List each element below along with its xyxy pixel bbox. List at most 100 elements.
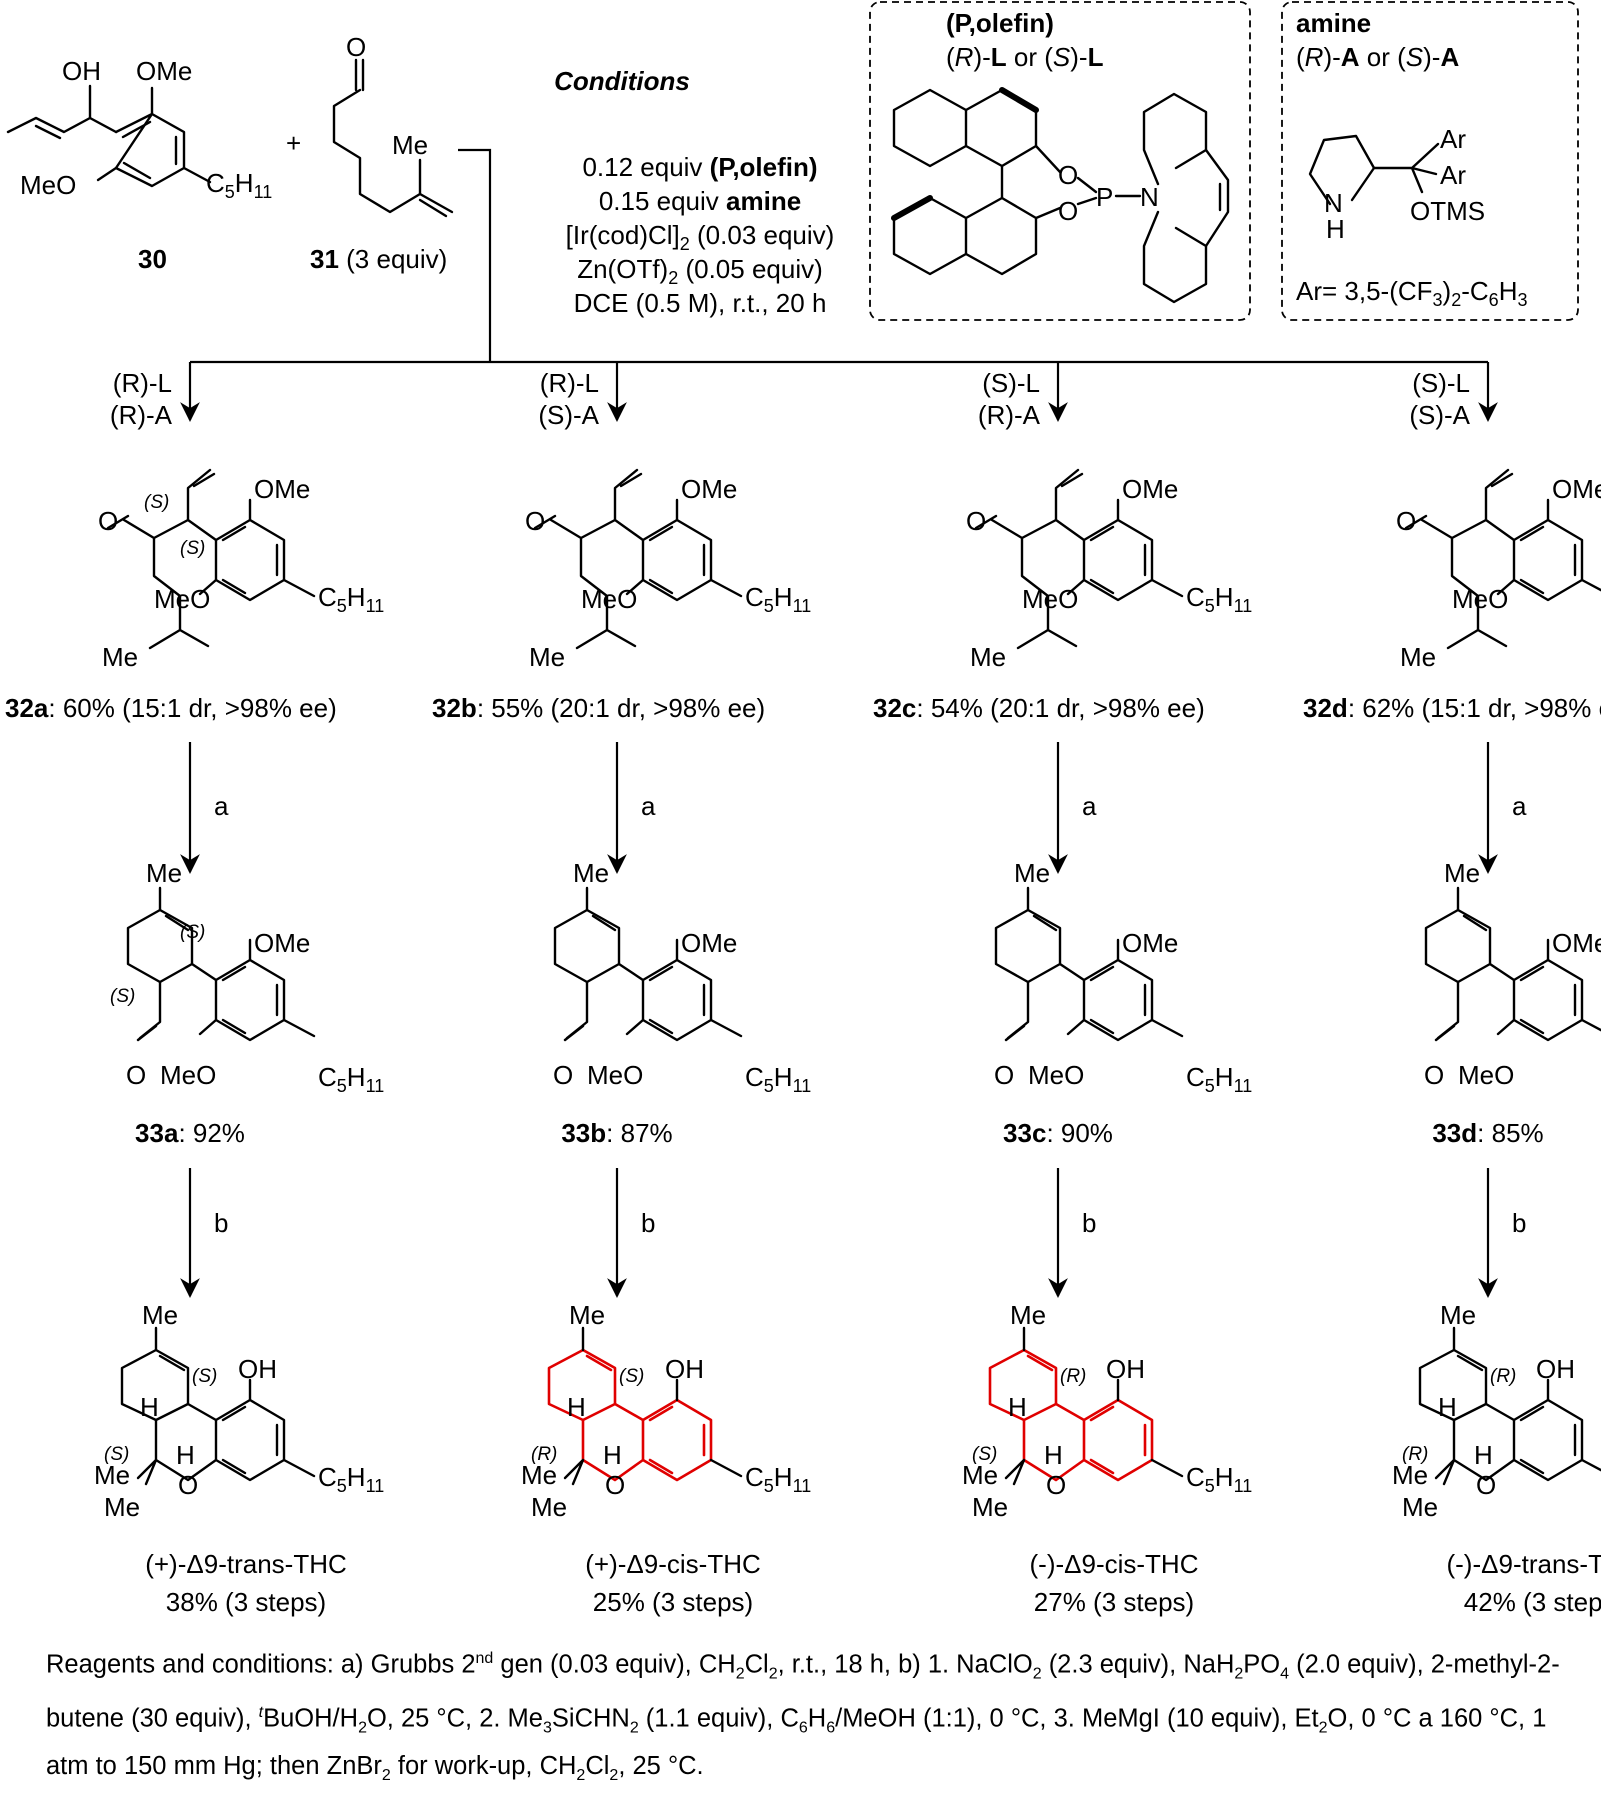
stereo-label: (S)	[619, 1366, 644, 1387]
catalyst-ligand-label: (R)-L	[540, 368, 599, 398]
ome-label: OMe	[681, 928, 737, 958]
ligand-p: P	[1096, 182, 1113, 212]
stereo-label: (S)	[972, 1444, 997, 1465]
step-label-a: a	[641, 791, 656, 821]
c5h11-label: C5H11	[1186, 1062, 1252, 1096]
me-label: Me	[142, 1300, 178, 1330]
me-label: Me	[1010, 1300, 1046, 1330]
stereo-label: (R)	[1060, 1366, 1086, 1387]
me-label: Me	[146, 858, 182, 888]
ome-label: OMe	[254, 474, 310, 504]
c5h11-label: C5H11	[745, 582, 811, 616]
catalyst-amine-label: (R)-A	[110, 400, 173, 430]
c5h11-label: C5H11	[745, 1062, 811, 1096]
meo-label: MeO	[1022, 584, 1078, 614]
amine-h: H	[1326, 214, 1345, 244]
otms-label: OTMS	[1410, 196, 1485, 226]
conditions-line-4: Zn(OTf)2 (0.05 equiv)	[577, 254, 823, 288]
ome-label: OMe	[681, 474, 737, 504]
plus-sign: +	[286, 128, 301, 158]
meo-label: MeO	[587, 1060, 643, 1090]
ligand-n: N	[1140, 182, 1159, 212]
meo-label: MeO	[1458, 1060, 1514, 1090]
compound-label: 32a: 60% (15:1 dr, >98% ee)	[5, 693, 337, 723]
c5h11-label: C5H11	[745, 1462, 811, 1496]
me-label: Me	[94, 1460, 130, 1490]
h-label: H	[1044, 1440, 1063, 1470]
thc-yield: 42% (3 steps)	[1464, 1587, 1601, 1617]
aldehyde-o: O	[1396, 506, 1416, 536]
stereo-label: (R)	[1402, 1444, 1428, 1465]
thc-name: (-)-Δ9-cis-THC	[1030, 1549, 1199, 1579]
ring-o: O	[1046, 1470, 1066, 1500]
thc-yield: 27% (3 steps)	[1034, 1587, 1194, 1617]
me-label: Me	[970, 642, 1006, 672]
meo-label: MeO	[581, 584, 637, 614]
reagents-footnote: Reagents and conditions: a) Grubbs 2nd g…	[46, 1650, 1560, 1785]
me-label: Me	[972, 1492, 1008, 1522]
catalyst-amine-label: (S)-A	[1409, 400, 1470, 430]
h-label: H	[567, 1392, 586, 1422]
h-label: H	[1438, 1392, 1457, 1422]
compound-label: 33a: 92%	[135, 1118, 245, 1148]
c5h11-label: C5H11	[318, 1462, 384, 1496]
h-label: H	[176, 1440, 195, 1470]
stereo-label: (S)	[104, 1444, 129, 1465]
aldehyde-o: O	[98, 506, 118, 536]
me-label: Me	[529, 642, 565, 672]
ligand-o-1: O	[1058, 160, 1078, 190]
step-label-b: b	[641, 1208, 655, 1238]
conditions-line-5: DCE (0.5 M), r.t., 20 h	[574, 288, 827, 318]
me-label: Me	[573, 858, 609, 888]
c5h11-label: C5H11	[206, 168, 272, 202]
catalyst-ligand-label: (S)-L	[982, 368, 1040, 398]
ome-label: OMe	[1122, 474, 1178, 504]
aldehyde-o: O	[966, 506, 986, 536]
me-label: Me	[104, 1492, 140, 1522]
step-label-a: a	[214, 791, 229, 821]
conditions-title: Conditions	[554, 66, 690, 96]
ligand-title: (P,olefin)	[946, 8, 1054, 38]
ome-label: OMe	[136, 56, 192, 86]
oh-label: OH	[238, 1354, 277, 1384]
c5h11-label: C5H11	[1186, 582, 1252, 616]
compound-31: O Me 31 (3 equiv)	[310, 32, 454, 274]
me-label: Me	[1402, 1492, 1438, 1522]
ar-label-1: Ar	[1440, 124, 1466, 154]
amine-box: amine (R)-A or (S)-A N H Ar Ar OTMS Ar= …	[1281, 1, 1579, 321]
me-label: Me	[962, 1460, 998, 1490]
amine-title: amine	[1296, 8, 1371, 38]
compound-label: 33b: 87%	[561, 1118, 672, 1148]
ligand-box: (P,olefin) (R)-L or (S)-L O O P N	[869, 1, 1251, 321]
me-label: Me	[1392, 1460, 1428, 1490]
stereo-s: (S)	[110, 986, 135, 1007]
meo-label: MeO	[1028, 1060, 1084, 1090]
ring-o: O	[1476, 1470, 1496, 1500]
compound-label: 33c: 90%	[1003, 1118, 1113, 1148]
thc-name: (+)-Δ9-trans-THC	[145, 1549, 347, 1579]
conditions-block: Conditions 0.12 equiv (P,olefin) 0.15 eq…	[554, 66, 834, 318]
aldehyde-o: O	[346, 32, 366, 62]
ring-o: O	[605, 1470, 625, 1500]
step-label-b: b	[1512, 1208, 1526, 1238]
aldehyde-o: O	[1424, 1060, 1444, 1090]
amine-n: N	[1324, 188, 1343, 218]
catalyst-ligand-label: (S)-L	[1412, 368, 1470, 398]
thc-name: (+)-Δ9-cis-THC	[585, 1549, 761, 1579]
conditions-line-1: 0.12 equiv (P,olefin)	[582, 152, 817, 182]
ome-label: OMe	[1122, 928, 1178, 958]
step-label-a: a	[1512, 791, 1527, 821]
stereo-s: (S)	[180, 922, 205, 943]
h-label: H	[1474, 1440, 1493, 1470]
conditions-line-2: 0.15 equiv amine	[599, 186, 801, 216]
aldehyde-o: O	[126, 1060, 146, 1090]
me-label: Me	[1014, 858, 1050, 888]
stereo-label: (R)	[1490, 1366, 1516, 1387]
aldehyde-o: O	[553, 1060, 573, 1090]
step-label-b: b	[214, 1208, 228, 1238]
reaction-scheme: OH OMe MeO C5H11 30 + O Me 31 (3 equiv) …	[5, 1, 1601, 1617]
stereo-s: (S)	[144, 492, 169, 513]
catalyst-amine-label: (S)-A	[538, 400, 599, 430]
